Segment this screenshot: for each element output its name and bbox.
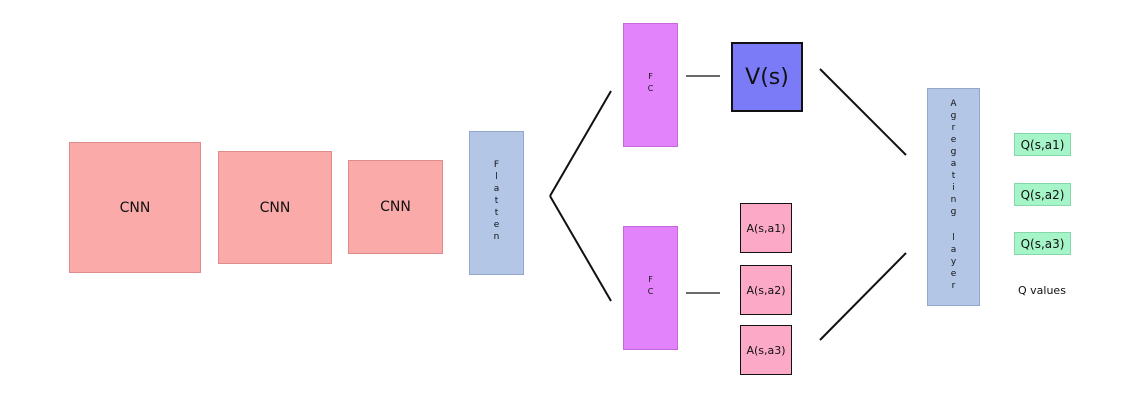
q-value-a3: Q(s,a3): [1014, 232, 1071, 255]
q-values-caption: Q values: [1018, 284, 1066, 297]
value-stream: V(s): [731, 42, 803, 112]
branch-line-up: [549, 90, 612, 197]
q-value-a1: Q(s,a1): [1014, 133, 1071, 156]
cnn-block-1-label: CNN: [119, 199, 151, 216]
q-value-a2-label: Q(s,a2): [1020, 187, 1065, 202]
q-value-a2: Q(s,a2): [1014, 183, 1071, 206]
branch-line-down: [549, 195, 612, 302]
cnn-block-3-label: CNN: [380, 199, 411, 215]
cnn-block-2-label: CNN: [259, 199, 291, 216]
advantage-a1: A(s,a1): [740, 203, 792, 253]
advantage-a3: A(s,a3): [740, 325, 792, 375]
advantage-to-agg-line: [819, 252, 907, 341]
cnn-block-3: CNN: [348, 160, 443, 254]
value-to-agg-line: [819, 68, 907, 156]
advantage-a3-label: A(s,a3): [746, 343, 786, 357]
cnn-block-2: CNN: [218, 151, 332, 264]
value-label: V(s): [745, 64, 789, 90]
advantage-a2-label: A(s,a2): [746, 283, 786, 297]
q-value-a3-label: Q(s,a3): [1020, 236, 1065, 251]
q-value-a1-label: Q(s,a1): [1020, 137, 1065, 152]
advantage-a1-label: A(s,a1): [746, 221, 786, 235]
advantage-a2: A(s,a2): [740, 265, 792, 315]
cnn-block-1: CNN: [69, 142, 201, 273]
